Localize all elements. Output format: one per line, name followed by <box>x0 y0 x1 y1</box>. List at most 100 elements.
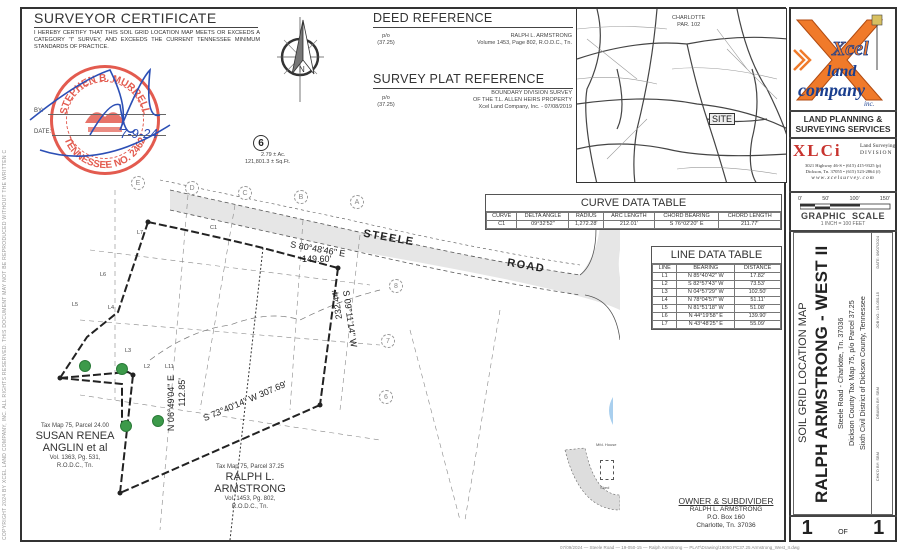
location-line-2: Dickson County Tax Map 75, p/o Parcel 37… <box>847 300 856 446</box>
vicinity-map-roads <box>577 9 786 182</box>
location-line-1: Steele Road - Charlotte, Tn. 37036 <box>836 317 845 429</box>
divider <box>789 110 897 112</box>
line-label-l6: L6 <box>100 272 107 278</box>
adjoiner-armstrong: Tax Map 75, Parcel 37.25 RALPH L. ARMSTR… <box>214 464 286 510</box>
grid-column-a: A <box>350 195 364 209</box>
checked-by: CHK'D BY: SBM <box>875 452 880 482</box>
bearing-west-line: N 06°49'04" E <box>166 375 176 432</box>
graphic-scale-title: GRAPHIC SCALE <box>800 211 885 221</box>
location-line-3: Sixth Civil District of Dickson County, … <box>858 296 867 450</box>
svg-text:inc.: inc. <box>864 100 875 108</box>
scale-ticks: 0' 50' 100' 150' <box>798 196 890 202</box>
line-label-l2: L2 <box>144 364 151 370</box>
svg-text:7-9-24: 7-9-24 <box>120 126 158 141</box>
line-label-l7: L7 <box>137 230 144 236</box>
date-label: DATE: <box>34 129 52 135</box>
line-label-l4: L4 <box>108 305 115 311</box>
distance-west-line: 112.85' <box>177 378 187 407</box>
survey-plat-reference-title: SURVEY PLAT REFERENCE <box>373 72 545 86</box>
plat-parcel: p/o (37.25) <box>377 95 395 108</box>
project-title: RALPH ARMSTRONG - WEST II <box>812 245 831 503</box>
project-title-frame <box>793 232 893 515</box>
grid-column-d: D <box>185 181 199 195</box>
divider <box>789 515 897 517</box>
svg-text:company: company <box>798 80 866 100</box>
line-label-c1: C1 <box>210 225 218 231</box>
divider <box>789 230 897 232</box>
vicinity-map: CHARLOTTE PAR. 102 SITE <box>576 8 787 183</box>
svg-text:land: land <box>827 63 857 80</box>
line-data-table: LINE DATA TABLE LINE BEARING DISTANCE L1… <box>651 246 782 330</box>
map-type-label: SOIL GRID LOCATION MAP <box>797 302 809 444</box>
line-label-l5: L5 <box>72 302 79 308</box>
adjoiner-anglin: Tax Map 75, Parcel 24.00 SUSAN RENEA ANG… <box>35 423 115 469</box>
services-label: LAND PLANNING & SURVEYING SERVICES <box>795 114 891 134</box>
graphic-scale-bar <box>800 203 891 210</box>
line-label-l3: L3 <box>125 348 132 354</box>
house-label: Mfd. House <box>596 442 617 447</box>
drawing-date: DATE: 06/07/2024 <box>875 236 880 269</box>
svg-text:Xcel: Xcel <box>831 38 869 60</box>
shed-label: Shed <box>600 485 610 490</box>
signature: 7-9-24 <box>29 67 171 157</box>
divider <box>789 191 897 193</box>
sheet-number: 1 OF 1 <box>801 517 885 539</box>
grid-column-c: C <box>238 186 252 200</box>
company-contact: 3021 Highway 46-S • (615) 415-9325 (p) D… <box>804 163 882 181</box>
grid-row-6: 6 <box>379 390 393 404</box>
surveyor-seal <box>50 65 160 175</box>
division-tag: Land Surveying DIVISION <box>860 143 896 156</box>
grid-column-b: B <box>294 190 308 204</box>
north-arrow-icon: N <box>277 17 324 102</box>
title-block <box>789 7 897 542</box>
curve-table-header: CURVE DELTA ANGLE RADIUS ARC LENGTH CHOR… <box>485 212 781 221</box>
seal-inner-ring <box>66 81 144 159</box>
owner-subdivider-block: OWNER & SUBDIVIDER RALPH L. ARMSTRONG P.… <box>678 496 774 529</box>
distance-north-line: 149.60' <box>302 254 332 264</box>
deed-reference-title: DEED REFERENCE <box>373 11 493 25</box>
surveyor-certificate-title: SURVEYOR CERTIFICATE <box>34 10 217 26</box>
copyright-margin-note: COPYRIGHT 2024 BY XCEL LAND COMPANY, INC… <box>2 150 8 540</box>
divider <box>373 27 573 28</box>
plat-reference-text: BOUNDARY DIVISION SURVEY OF THE T.L. ALL… <box>472 90 572 110</box>
graphic-scale-subtitle: 1 INCH = 100 FEET <box>820 221 866 227</box>
file-path-footer: 07/09/2024 — Steele Road — 19-050-15 — R… <box>560 545 800 550</box>
site-plan-drawing <box>57 179 620 540</box>
shed-outline <box>600 460 614 480</box>
drawn-by: DRAWN BY: SBM <box>875 387 880 420</box>
surveyor-certificate-body: I HEREBY CERTIFY THAT THIS SOIL GRID LOC… <box>34 30 260 50</box>
lot-number-badge: 6 <box>253 135 269 151</box>
line-label-l11: L11 <box>165 364 174 370</box>
grid-row-7: 7 <box>381 334 395 348</box>
date-line <box>52 135 166 136</box>
site-marker: SITE <box>709 113 736 125</box>
by-signature-line <box>48 114 166 115</box>
job-number: JOB NO.: 19-050-15 <box>875 292 880 329</box>
grid-column-e: E <box>131 176 145 190</box>
line-table-header: LINE BEARING DISTANCE <box>651 264 781 273</box>
divider <box>373 88 573 89</box>
project-meta-strip: CHK'D BY: SBM DRAWN BY: SBM JOB NO.: 19-… <box>871 232 893 515</box>
divider <box>34 27 258 28</box>
curve-data-table: CURVE DATA TABLE CURVE DELTA ANGLE RADIU… <box>485 194 782 230</box>
vicinity-town-label: CHARLOTTE PAR. 102 <box>672 15 706 28</box>
seal-text-ring: STEPHEN B. MURRELL TENNESSEE NO. 2462 <box>58 73 151 171</box>
svg-text:N: N <box>299 65 305 74</box>
by-label: BY: <box>34 108 44 114</box>
xlci-logo: XLCi <box>793 141 842 160</box>
deed-owner: RALPH L. ARMSTRONG Volume 1453, Page 802… <box>477 33 572 46</box>
table-row: C1 09°32'52" 1,272.28' 212.01' S 76°02'2… <box>485 220 781 229</box>
grid-row-8: 8 <box>389 279 403 293</box>
deed-parcel: p/o (37.25) <box>377 33 395 46</box>
lot-area: 2.79 ± Ac. 121,801.3 ± Sq.Ft. <box>245 152 291 165</box>
drawing-sheet-border <box>20 7 786 542</box>
xcel-logo: Xcel land company inc. <box>793 14 884 108</box>
project-title-panel: SOIL GRID LOCATION MAP RALPH ARMSTRONG -… <box>789 232 897 515</box>
